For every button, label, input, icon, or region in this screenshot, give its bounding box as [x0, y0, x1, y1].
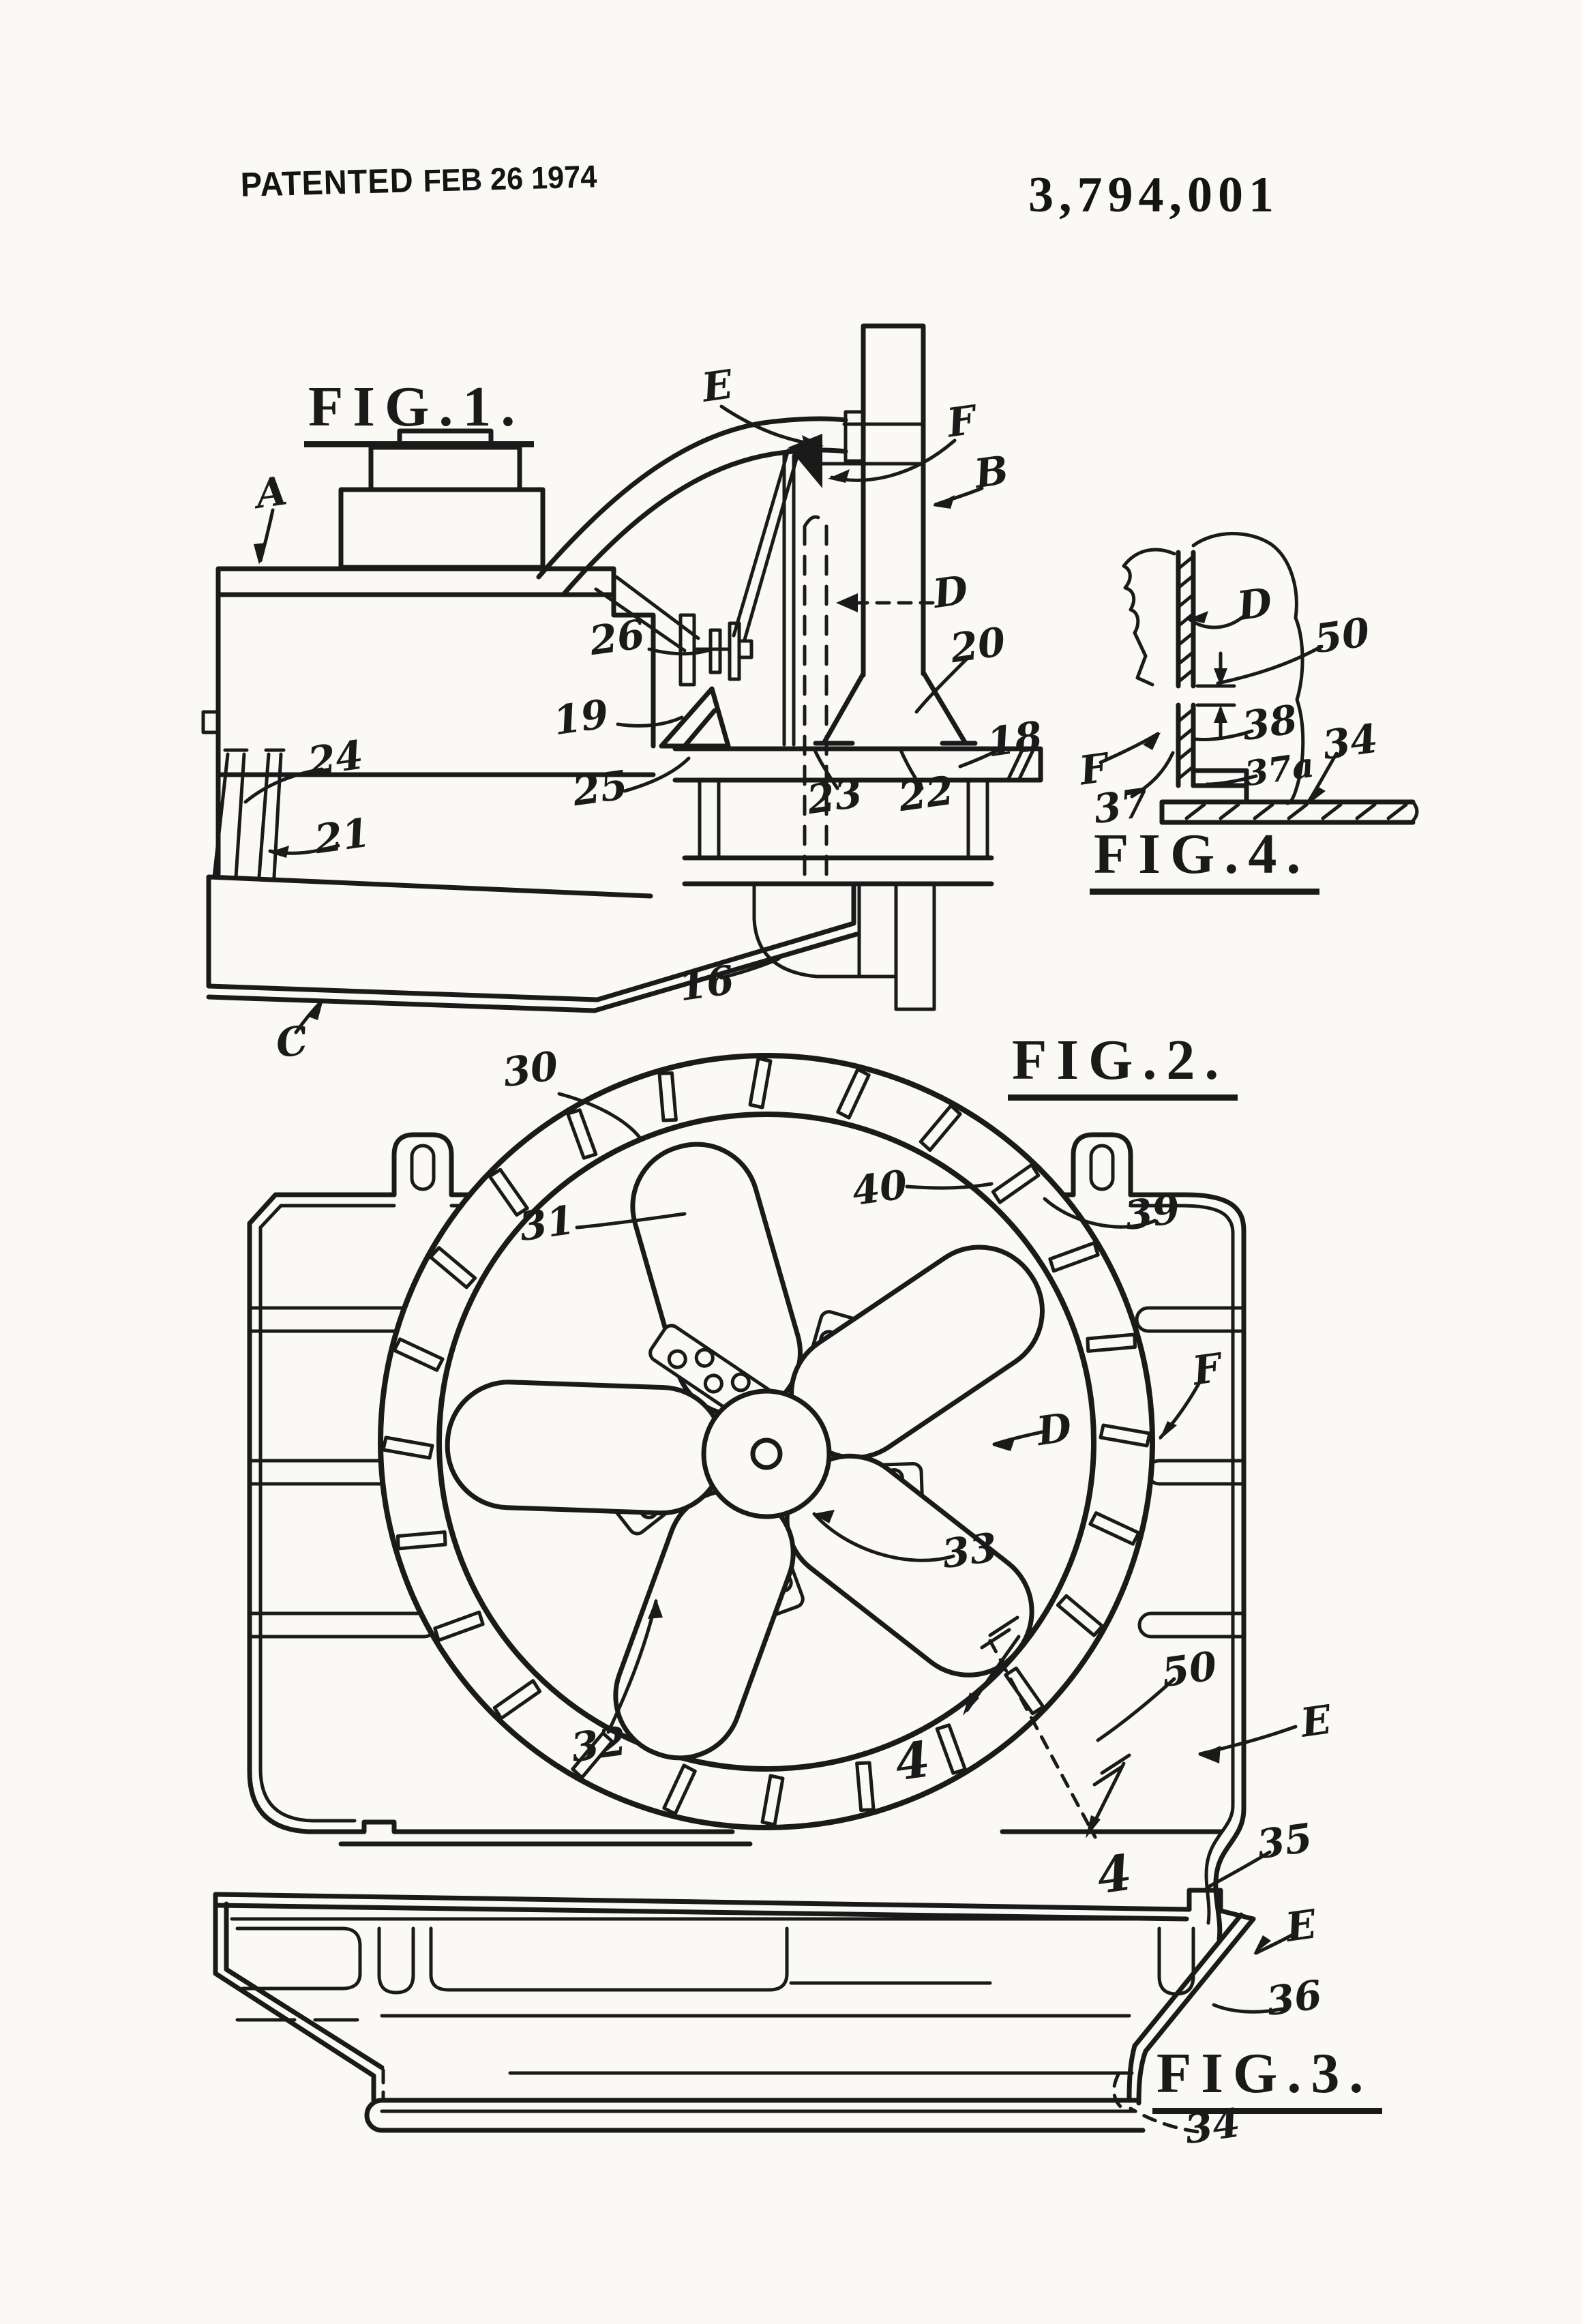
fig3-ref-36: 36 — [1264, 1971, 1325, 2025]
fig2-ref-D: D — [1034, 1403, 1075, 1455]
fig1-ref-D: D — [930, 566, 971, 618]
fig4-caption: FIG.4. — [1090, 821, 1320, 895]
fig4-ref-34: 34 — [1319, 715, 1381, 769]
fig1-ref-19: 19 — [550, 690, 612, 745]
fig2-ref-31: 31 — [516, 1196, 578, 1251]
fig2-ref-E: E — [1298, 1696, 1334, 1746]
fig4-drawing — [1099, 532, 1419, 825]
fig1-ref-20: 20 — [947, 618, 1009, 672]
fig3-ref-34: 34 — [1182, 2099, 1243, 2154]
fig2-caption: FIG.2. — [1008, 1027, 1238, 1101]
patented-word: PATENTED — [240, 161, 415, 204]
patent-date: FEB 26 1974 — [422, 158, 597, 198]
fig3-caption: FIG.3. — [1152, 2040, 1383, 2114]
fig1-ref-24: 24 — [305, 731, 366, 786]
fig1-ref-C: C — [273, 1017, 311, 1067]
fig2-ref-50: 50 — [1159, 1642, 1220, 1697]
fig1-ref-21: 21 — [312, 809, 373, 863]
fig4-ref-D: D — [1234, 578, 1275, 630]
fig1-ref-18: 18 — [984, 712, 1045, 766]
fig3-ref-E: E — [1283, 1901, 1319, 1951]
fig1-caption: FIG.1. — [304, 374, 535, 447]
fig3-drawing — [213, 1850, 1294, 2134]
fig4-ref-50: 50 — [1311, 608, 1373, 663]
fig2-drawing — [247, 1053, 1298, 1942]
fig2-ref-33: 33 — [939, 1523, 1000, 1578]
fig2-ref-32: 32 — [568, 1717, 629, 1772]
fig1-ref-23: 23 — [804, 769, 865, 824]
fig2-ref-39: 39 — [1122, 1185, 1183, 1240]
fig1-ref-B: B — [971, 446, 1012, 498]
fig1-ref-16: 16 — [676, 956, 737, 1011]
fig1-ref-26: 26 — [586, 610, 648, 665]
fig2-ref-30: 30 — [500, 1042, 561, 1097]
fig1-ref-E: E — [699, 361, 736, 411]
fig1-ref-A: A — [252, 467, 290, 518]
fig4-ref-38: 38 — [1239, 696, 1300, 750]
fig1-ref-25: 25 — [569, 761, 631, 816]
patent-number: 3,794,001 — [1028, 167, 1279, 223]
fig3-ref-35: 35 — [1254, 1814, 1315, 1868]
fig1-drawing — [201, 323, 1043, 1034]
fig1-ref-22: 22 — [895, 766, 957, 821]
fig2-ref-40: 40 — [849, 1161, 910, 1215]
